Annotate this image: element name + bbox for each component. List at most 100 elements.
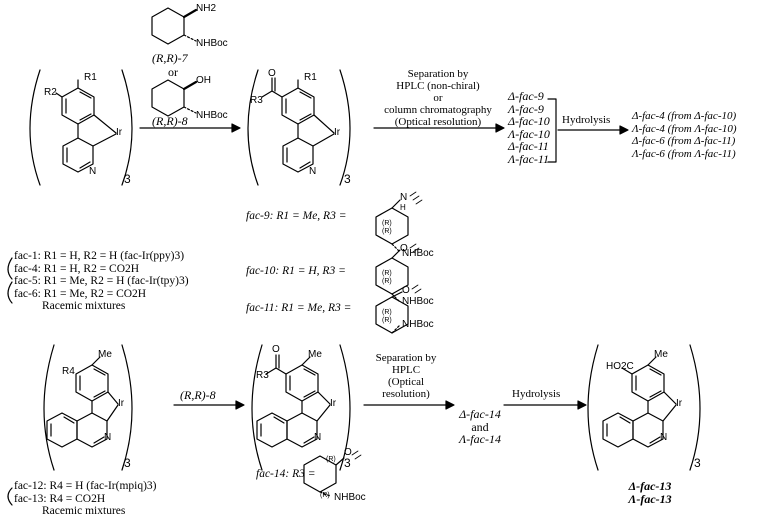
bsm-sub3: 3 (124, 456, 131, 470)
frag9-r-bottom: (R) (382, 228, 392, 235)
bester-sub3: 3 (344, 456, 351, 470)
top-hydrolysis-label: Hydrolysis (562, 114, 611, 126)
sm-mpiq-structure (43, 344, 133, 471)
reagent8-nhboc: NHBoc (196, 110, 228, 121)
bottom-separated-list: Δ-fac-14 and Λ-fac-14 (452, 408, 508, 446)
ester-r1-label: R1 (304, 72, 317, 83)
bsm-n-label: N (104, 432, 112, 443)
frag9-r-top: (R) (382, 220, 392, 227)
frag9-h: H (400, 203, 406, 212)
prod-me-label: Me (654, 349, 668, 360)
sm-sub3: 3 (124, 172, 131, 186)
frag14-r-top: (R) (326, 456, 336, 463)
sm-ppy-structure (29, 69, 133, 186)
product-item: Δ-fac-6 (from Δ-fac-11) (632, 135, 736, 147)
bester-ir-label: Ir (330, 398, 337, 409)
bester-n-label: N (314, 432, 322, 443)
top-separated-list: Δ-fac-9 Λ-fac-9 Δ-fac-10 Λ-fac-10 Δ-fac-… (508, 90, 550, 165)
fac-11-fragment (375, 284, 422, 334)
separated-item: and (471, 419, 489, 434)
bottom-hydrolysis-label: Hydrolysis (512, 388, 561, 400)
product-mpiq-structure (587, 344, 701, 471)
frag11-r-top: (R) (382, 309, 392, 316)
reagent7-nhboc: NHBoc (196, 38, 228, 49)
frag9-nhboc: NHBoc (402, 248, 434, 259)
product-item: Λ-fac-6 (from Λ-fac-11) (632, 147, 736, 160)
sm-item: fac-5: R1 = Me, R2 = H (fac-Ir(tpy)3) (14, 275, 189, 287)
sep-line: HPLC (391, 364, 421, 376)
frag11-nhboc: NHBoc (402, 319, 434, 330)
bester-o-label: O (272, 344, 280, 355)
reagent8-name: (R,R)-8 (152, 114, 188, 128)
sm-item: fac-13: R4 = CO2H (14, 492, 106, 505)
prod-n-label: N (660, 432, 668, 443)
prod-acid-label: HO2C (606, 361, 634, 372)
sep-line: Separation by (407, 68, 469, 80)
sep-line: or (433, 92, 443, 104)
sm-n-label: N (89, 166, 97, 177)
frag10-r-bottom: (R) (382, 278, 392, 285)
top-separation-conditions: Separation by HPLC (non-chiral) or colum… (378, 68, 498, 128)
sep-line: Separation by (375, 352, 437, 364)
ester-ir-label: Ir (334, 127, 341, 138)
sm-item: fac-12: R4 = H (fac-Ir(mpiq)3) (14, 480, 157, 492)
fac14-definition: fac-14: R3 = (256, 468, 316, 480)
sep-line: HPLC (non-chiral) (396, 80, 480, 92)
ester-complex-structure (247, 69, 351, 186)
prod-sub3: 3 (694, 456, 701, 470)
bottom-reagent: (R,R)-8 (180, 388, 216, 402)
frag14-o: O (344, 447, 352, 458)
ester-r3-label: R3 (250, 95, 263, 106)
top-racemic-label: Racemic mixtures (42, 300, 126, 312)
sm-r2-label: R2 (44, 87, 57, 98)
bsm-ir-label: Ir (118, 398, 125, 409)
reagent7-name: (R,R)-7 (152, 51, 188, 65)
fac-14-fragment (303, 450, 362, 497)
product-item: Λ-fac-13 (628, 491, 672, 506)
ester-mpiq-structure (251, 344, 351, 471)
bester-me-label: Me (308, 349, 322, 360)
sep-line: resolution) (382, 388, 430, 400)
sm-ir-label: Ir (116, 127, 123, 138)
sep-line: column chromatography (384, 104, 492, 116)
separated-item: Δ-fac-11 (508, 139, 549, 153)
top-products-list: Δ-fac-4 (from Δ-fac-10) Λ-fac-4 (from Λ-… (632, 110, 737, 160)
reagent-7-structure (151, 7, 198, 45)
separated-item: Λ-fac-10 (508, 126, 550, 141)
separated-item: Δ-fac-10 (508, 114, 550, 128)
sm-item: fac-6: R1 = Me, R2 = CO2H (14, 287, 147, 300)
bottom-separation-conditions: Separation by HPLC (Optical resolution) (362, 352, 450, 400)
separated-item: Δ-fac-14 (459, 407, 501, 421)
frag11-r-bottom: (R) (382, 317, 392, 324)
product-item: Δ-fac-13 (628, 479, 672, 493)
frag10-r-top: (R) (382, 270, 392, 277)
separated-item: Δ-fac-9 (508, 89, 544, 103)
sm-item: fac-1: R1 = H, R2 = H (fac-Ir(ppy)3) (14, 250, 185, 262)
top-sm-list: fac-1: R1 = H, R2 = H (fac-Ir(ppy)3) fac… (14, 250, 189, 300)
sm-item: fac-4: R1 = H, R2 = CO2H (14, 262, 140, 275)
fac11-definition: fac-11: R1 = Me, R3 = (246, 302, 352, 314)
frag10-o: O (400, 243, 408, 254)
separated-item: Λ-fac-11 (508, 151, 550, 166)
bsm-r4-label: R4 (62, 366, 75, 377)
bottom-sm-list: fac-12: R4 = H (fac-Ir(mpiq)3) fac-13: R… (14, 480, 157, 505)
fac10-definition: fac-10: R1 = H, R3 = (246, 265, 346, 277)
sep-line: (Optical (387, 376, 425, 388)
bottom-products-list: Δ-fac-13 Λ-fac-13 (620, 480, 680, 505)
or-label: or (168, 65, 178, 79)
ester-n-label: N (309, 166, 317, 177)
prod-ir-label: Ir (676, 398, 683, 409)
separated-item: Λ-fac-14 (459, 432, 501, 446)
frag9-n: N (400, 192, 408, 203)
reagent-8-structure (151, 79, 198, 117)
separated-item: Λ-fac-9 (508, 101, 544, 116)
product-item: Δ-fac-4 (from Δ-fac-10) (632, 110, 737, 122)
frag14-r-bottom: (R) (320, 492, 330, 499)
reagent8-oh: OH (196, 75, 211, 86)
ester-sub3: 3 (344, 172, 351, 186)
bsm-me-label: Me (98, 349, 112, 360)
bottom-racemic-label: Racemic mixtures (42, 505, 126, 517)
frag10-nhboc: NHBoc (402, 296, 434, 307)
